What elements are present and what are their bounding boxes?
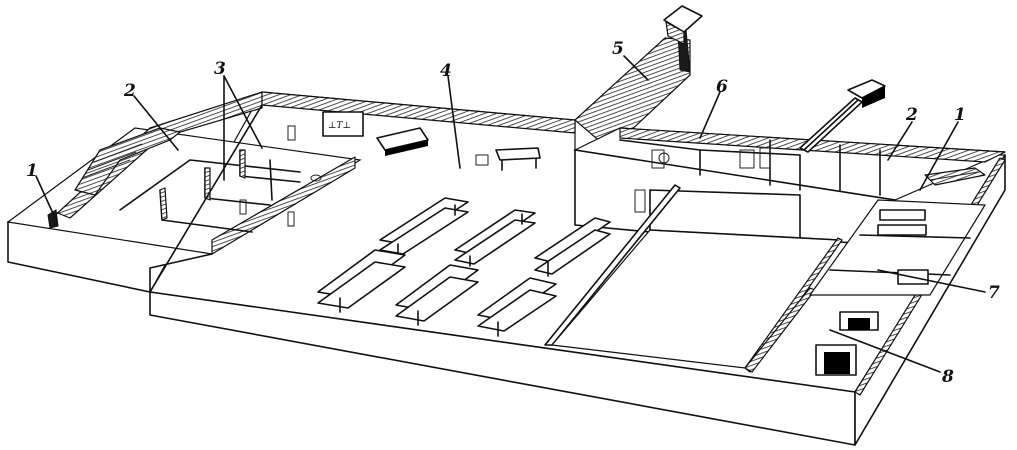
callout-1-left: 1	[26, 161, 38, 181]
ventilation-shaft	[574, 5, 703, 151]
callout-6: 6	[716, 77, 728, 97]
shelf-row-2	[454, 209, 536, 267]
left-wing	[6, 91, 362, 293]
callout-3: 3	[214, 59, 226, 79]
callout-8: 8	[941, 367, 954, 387]
leader-lines	[35, 55, 986, 373]
callout-4: 4	[440, 61, 452, 81]
shelf-row-6	[477, 277, 557, 337]
callout-2-left: 2	[123, 81, 136, 101]
callouts: 1 2 3 4 5 6 2 1 7 8	[26, 39, 1000, 387]
left-wing-rooms	[119, 125, 322, 233]
shelf-row-1	[379, 197, 469, 256]
callout-5: 5	[612, 39, 624, 59]
hall-equipment: ⊥T⊥	[322, 111, 541, 171]
left-stair	[74, 127, 181, 196]
callout-7: 7	[988, 283, 1000, 303]
rack-shelves	[317, 197, 611, 337]
callout-1-right: 1	[954, 105, 966, 125]
air-duct	[799, 79, 886, 153]
shelf-row-5	[395, 264, 479, 326]
hall-partitions	[544, 184, 843, 373]
shelf-row-3	[534, 217, 611, 277]
svg-text:⊥T⊥: ⊥T⊥	[328, 121, 351, 131]
storage-rooms	[744, 157, 1006, 396]
shelf-row-4	[317, 249, 406, 313]
callout-2-right: 2	[905, 105, 918, 125]
